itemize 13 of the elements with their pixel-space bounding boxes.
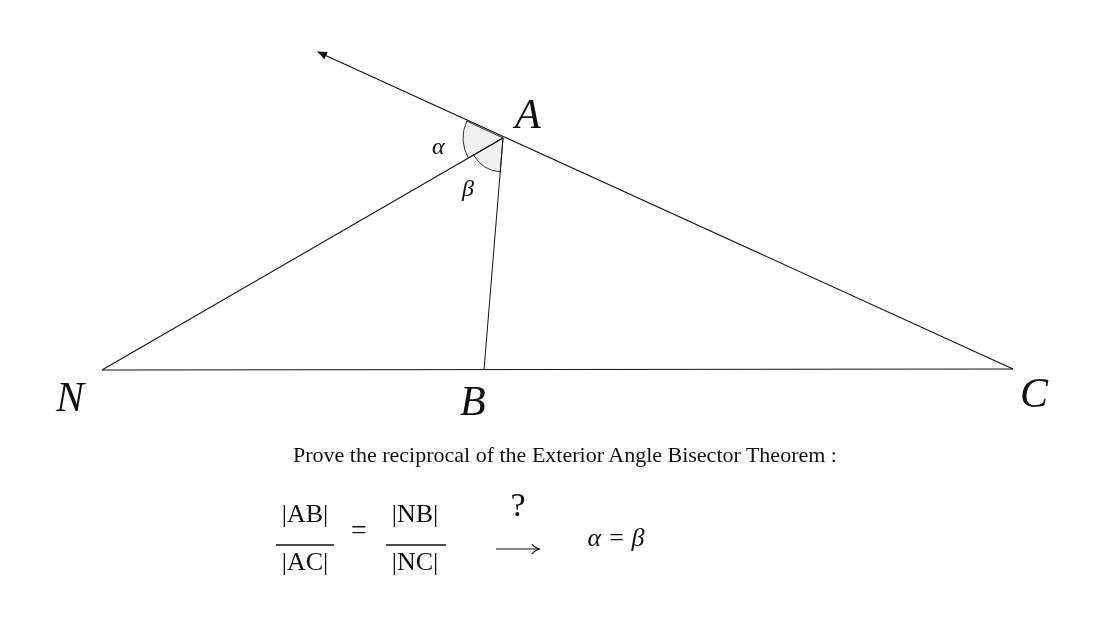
- fraction-numerator: |NB|: [391, 501, 439, 527]
- question-mark: ?: [510, 488, 526, 522]
- angle-label: β: [462, 176, 474, 200]
- equals-sign: =: [351, 516, 367, 544]
- instruction-text: Prove the reciprocal of the Exterior Angle Bisector Theorem :: [293, 444, 837, 466]
- conclusion-text: α = β: [587, 525, 645, 551]
- fraction-numerator: |AB|: [281, 501, 329, 527]
- point-label: B: [460, 380, 486, 422]
- fraction-denominator: |NC|: [391, 549, 439, 575]
- fraction-denominator: |AC|: [281, 549, 329, 575]
- point-label: C: [1020, 372, 1048, 414]
- point-label: N: [56, 376, 84, 418]
- angle-label: α: [432, 134, 445, 158]
